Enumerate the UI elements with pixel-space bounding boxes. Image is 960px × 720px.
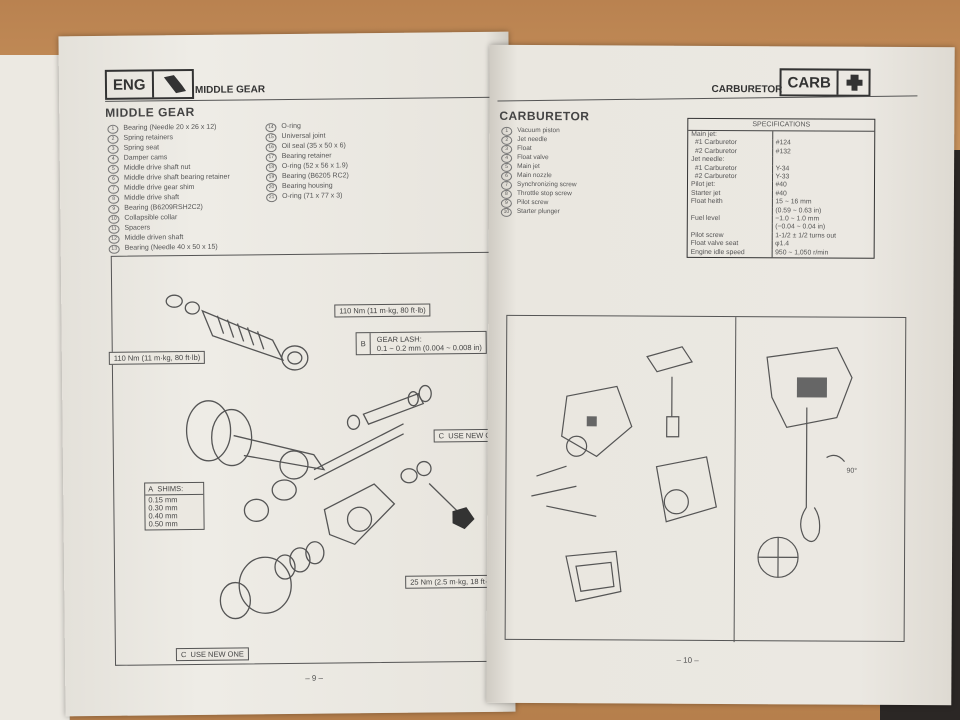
use-new-callout-2: C USE NEW ONE <box>175 647 249 662</box>
carburetor-exploded-diagram: 90° <box>504 314 907 643</box>
angle-label: 90° <box>846 467 858 475</box>
gear-lash-value: 0.1 ~ 0.2 mm (0.004 ~ 0.008 in) <box>376 342 482 353</box>
spec-label: Pilot jet: <box>687 181 773 191</box>
callout-text: USE NEW ONE <box>190 649 244 660</box>
spec-value: (−0.04 ~ 0.04 in) <box>775 223 826 232</box>
section-tag: ENG <box>112 75 146 94</box>
header-title: MIDDLE GEAR <box>194 84 266 96</box>
part-item: Starter plunger <box>501 208 577 217</box>
callout-tag: C <box>180 650 187 660</box>
gear-drawing <box>165 294 475 620</box>
part-item: Float <box>501 145 577 154</box>
section-heading: CARBURETOR <box>499 108 590 124</box>
spec-value: Y-33 <box>775 173 790 181</box>
shim-size: 0.50 mm <box>148 519 178 529</box>
parts-list-2: O-ringUniversal jointOil seal (35 x 50 x… <box>265 121 349 202</box>
part-item: Pilot screw <box>501 199 577 208</box>
section-tag-box: CARB <box>779 68 871 97</box>
part-item: Bearing (Needle 20 x 26 x 12) <box>107 123 229 134</box>
spec-label: Engine idle speed <box>687 248 772 258</box>
page-number: – 10 – <box>676 655 699 665</box>
gear-icon <box>151 70 192 98</box>
part-item: O-ring (71 x 77 x 3) <box>266 191 349 202</box>
carburetor-drawing <box>531 346 853 602</box>
part-item: Bearing (B6205 RC2) <box>266 171 349 182</box>
shims-callout: A SHIMS: 0.15 mm 0.30 mm 0.40 mm 0.50 mm <box>144 481 205 531</box>
spec-label: Float valve seat <box>687 240 772 249</box>
parts-list: Vacuum pistonJet needleFloatFloat valveM… <box>501 127 577 217</box>
torque-callout-retainer: 110 Nm (11 m·kg, 80 ft·lb) <box>108 350 206 365</box>
part-item: Float valve <box>501 154 577 163</box>
callout-tag: C <box>438 431 445 441</box>
callout-tag: B <box>356 333 371 355</box>
spec-value: #124 <box>775 139 791 147</box>
part-item: Middle drive shaft bearing retainer <box>108 173 230 184</box>
part-item: Throttle stop screw <box>501 190 577 199</box>
carburetor-icon <box>836 70 869 95</box>
spec-label: Fuel level <box>687 214 772 224</box>
page-number: – 9 – <box>305 673 324 683</box>
part-item: Main nozzle <box>501 172 577 181</box>
spec-value: #132 <box>775 148 791 156</box>
spec-value: 950 ~ 1,050 r/min <box>775 248 829 257</box>
spec-label: #1 Carburetor <box>688 139 773 149</box>
left-page: ENG MIDDLE GEAR MIDDLE GEAR Bearing (Nee… <box>58 31 516 717</box>
right-page: CARBURETOR CARB CARBURETOR Vacuum piston… <box>486 44 955 706</box>
header-title: CARBURETOR <box>711 83 783 96</box>
paper-stack <box>0 55 70 720</box>
callout-tag: A <box>148 484 154 494</box>
middle-gear-exploded-diagram: 110 Nm (11 m·kg, 80 ft·lb) B GEAR LASH: … <box>108 251 507 666</box>
part-item: Synchronizing screw <box>501 181 577 190</box>
specifications-table: SPECIFICATIONS Main jet: #1 Carburetor#1… <box>686 117 876 259</box>
header-rule <box>497 95 918 102</box>
part-item: Oil seal (35 x 50 x 6) <box>266 141 349 152</box>
shims-title: SHIMS: <box>157 484 184 494</box>
part-item: Jet needle <box>501 136 577 145</box>
torque-callout-nut: 110 Nm (11 m·kg, 80 ft·lb) <box>334 303 431 318</box>
parts-list-1: Bearing (Needle 20 x 26 x 12)Spring reta… <box>107 123 230 254</box>
specifications-title: SPECIFICATIONS <box>688 118 875 132</box>
spec-label: Jet needle: <box>688 156 773 165</box>
part-item: Bearing (Needle 40 x 50 x 15) <box>109 243 231 254</box>
section-tag-box: ENG <box>104 68 194 100</box>
part-item: Main jet <box>501 163 577 172</box>
spec-value: φ1.4 <box>775 240 790 248</box>
spec-value: 15 ~ 16 mm <box>775 198 812 206</box>
part-item: Vacuum piston <box>501 127 577 136</box>
gear-lash-callout: B GEAR LASH: 0.1 ~ 0.2 mm (0.004 ~ 0.008… <box>355 330 487 356</box>
section-tag: CARB <box>787 73 831 92</box>
spec-label: Float heith <box>687 198 772 207</box>
section-heading: MIDDLE GEAR <box>105 104 195 120</box>
